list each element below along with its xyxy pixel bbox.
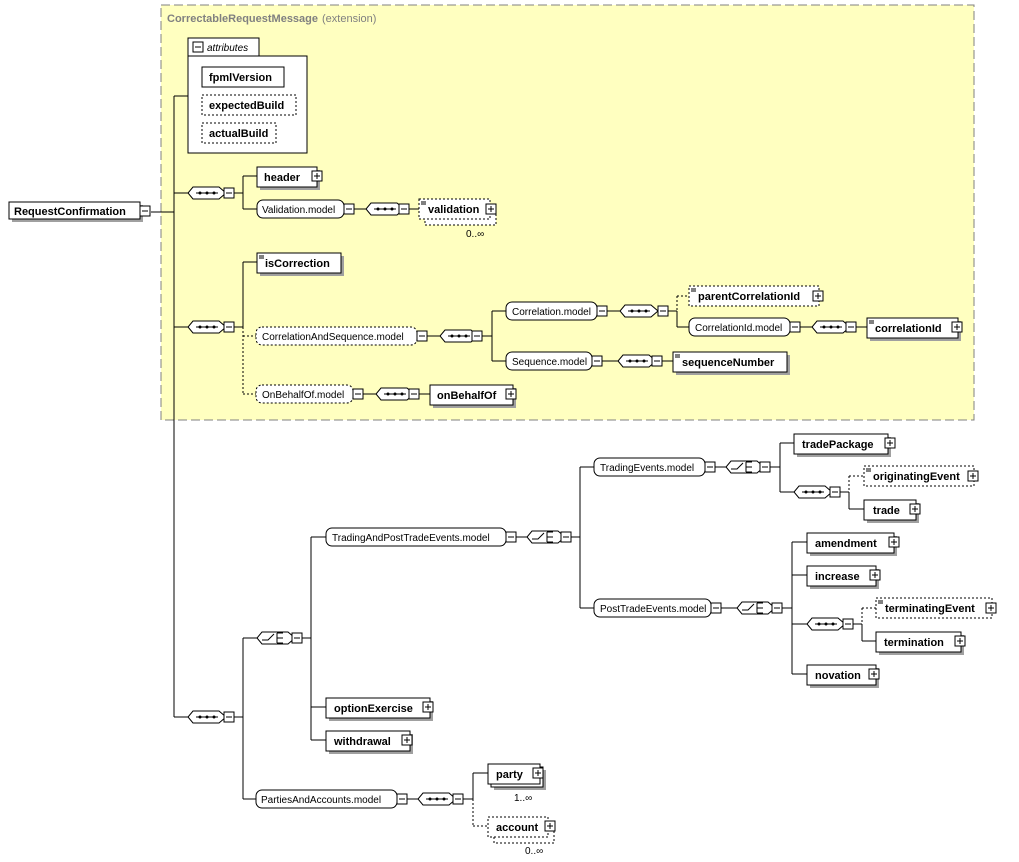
optional-connector-lines [242,295,876,827]
sequence-compositor-2[interactable] [187,320,235,334]
element-tradePackage[interactable]: tradePackage [793,433,896,457]
svg-text:CorrelationAndSequence.model: CorrelationAndSequence.model [262,332,404,343]
sequence-compositor-parties[interactable] [417,792,464,806]
group-post-trade-events-model[interactable]: PostTradeEvents.model [593,598,722,618]
svg-text:isCorrection: isCorrection [265,258,330,270]
svg-text:novation: novation [815,670,861,682]
sequence-compositor-correlation-and-sequence[interactable] [439,329,483,343]
svg-text:account: account [496,822,539,834]
svg-text:PartiesAndAccounts.model: PartiesAndAccounts.model [261,795,381,806]
sequence-compositor-post-trade[interactable] [806,617,854,631]
root-element[interactable]: RequestConfirmation [8,201,151,222]
attribute-fpmlVersion[interactable]: fpmlVersion [201,66,285,88]
element-isCorrection[interactable]: isCorrection [256,252,344,276]
attribute-expectedBuild[interactable]: expectedBuild [201,94,297,116]
svg-text:Sequence.model: Sequence.model [512,357,587,368]
group-sequence-model[interactable]: Sequence.model [505,351,603,371]
sequence-compositor-trading-events[interactable] [793,485,841,499]
svg-text:Correlation.model: Correlation.model [512,307,591,318]
element-party[interactable]: party [487,763,546,790]
svg-text:expectedBuild: expectedBuild [209,100,284,112]
element-termination[interactable]: termination [875,631,966,655]
choice-compositor-trading-and-post-trade[interactable] [526,530,572,544]
element-sequenceNumber[interactable]: sequenceNumber [672,351,790,375]
element-originatingEvent[interactable]: originatingEvent [863,465,979,487]
element-onBehalfOf[interactable]: onBehalfOf [429,384,517,408]
group-correlation-model[interactable]: Correlation.model [505,301,608,321]
element-trade[interactable]: trade [863,499,921,523]
group-trading-and-post-trade-events-model[interactable]: TradingAndPostTradeEvents.model [325,527,517,547]
group-parties-and-accounts-model[interactable]: PartiesAndAccounts.model [255,789,408,809]
sequence-compositor-1[interactable] [187,186,235,200]
sequence-compositor-onBehalfOf[interactable] [375,387,420,401]
element-correlationId[interactable]: correlationId [866,317,963,341]
svg-text:amendment: amendment [815,538,877,550]
element-optionExercise[interactable]: optionExercise [325,697,434,721]
svg-text:fpmlVersion: fpmlVersion [209,72,272,84]
svg-text:termination: termination [884,637,944,649]
attribute-actualBuild[interactable]: actualBuild [201,122,277,144]
svg-text:tradePackage: tradePackage [802,439,874,451]
svg-text:PostTradeEvents.model: PostTradeEvents.model [600,604,706,615]
svg-text:correlationId: correlationId [875,323,942,335]
element-parentCorrelationId[interactable]: parentCorrelationId [688,285,824,307]
element-account[interactable]: account [487,816,556,844]
svg-text:validation: validation [428,204,480,216]
group-trading-events-model[interactable]: TradingEvents.model [593,457,716,477]
group-onBehalfOf-model[interactable]: OnBehalfOf.model [255,384,364,404]
svg-text:Validation.model: Validation.model [262,205,335,216]
group-correlation-and-sequence-model[interactable]: CorrelationAndSequence.model [255,326,428,346]
validation-cardinality: 0..∞ [466,229,484,240]
element-withdrawal[interactable]: withdrawal [325,730,413,754]
element-validation[interactable]: validation [418,198,497,226]
sequence-compositor-correlationId[interactable] [811,320,857,334]
group-validation-model[interactable]: Validation.model [256,199,355,219]
svg-text:attributes: attributes [207,43,248,54]
svg-text:party: party [496,769,524,781]
sequence-compositor-correlation[interactable] [619,304,669,318]
choice-compositor-post-trade-events[interactable] [736,601,783,615]
group-correlationId-model[interactable]: CorrelationId.model [688,317,801,337]
extension-label: CorrectableRequestMessage(extension) [167,13,376,25]
svg-text:terminatingEvent: terminatingEvent [885,603,975,615]
svg-text:actualBuild: actualBuild [209,128,268,140]
account-cardinality: 0..∞ [525,846,543,857]
svg-text:originatingEvent: originatingEvent [873,471,960,483]
element-terminatingEvent[interactable]: terminatingEvent [875,597,997,619]
svg-text:sequenceNumber: sequenceNumber [682,357,775,369]
svg-text:TradingAndPostTradeEvents.mode: TradingAndPostTradeEvents.model [332,533,490,544]
element-increase[interactable]: increase [806,565,881,589]
svg-text:TradingEvents.model: TradingEvents.model [600,463,694,474]
svg-text:parentCorrelationId: parentCorrelationId [698,291,800,303]
sequence-compositor-sequence[interactable] [617,354,663,368]
sequence-compositor-3[interactable] [187,710,235,724]
party-cardinality: 1..∞ [514,793,532,804]
choice-compositor-trading-events[interactable] [725,460,771,474]
svg-text:OnBehalfOf.model: OnBehalfOf.model [262,390,344,401]
svg-text:optionExercise: optionExercise [334,703,413,715]
svg-text:onBehalfOf: onBehalfOf [437,390,497,402]
sequence-compositor-validation[interactable] [365,202,410,216]
element-header[interactable]: header [256,166,323,190]
element-novation[interactable]: novation [806,664,880,688]
svg-text:CorrelationId.model: CorrelationId.model [695,323,782,334]
connector-lines [151,95,876,800]
svg-text:header: header [264,172,301,184]
choice-compositor-main[interactable] [256,631,303,645]
svg-text:withdrawal: withdrawal [333,736,391,748]
svg-text:increase: increase [815,571,860,583]
element-amendment[interactable]: amendment [806,532,900,556]
svg-text:trade: trade [873,505,900,517]
svg-text:RequestConfirmation: RequestConfirmation [14,206,126,218]
